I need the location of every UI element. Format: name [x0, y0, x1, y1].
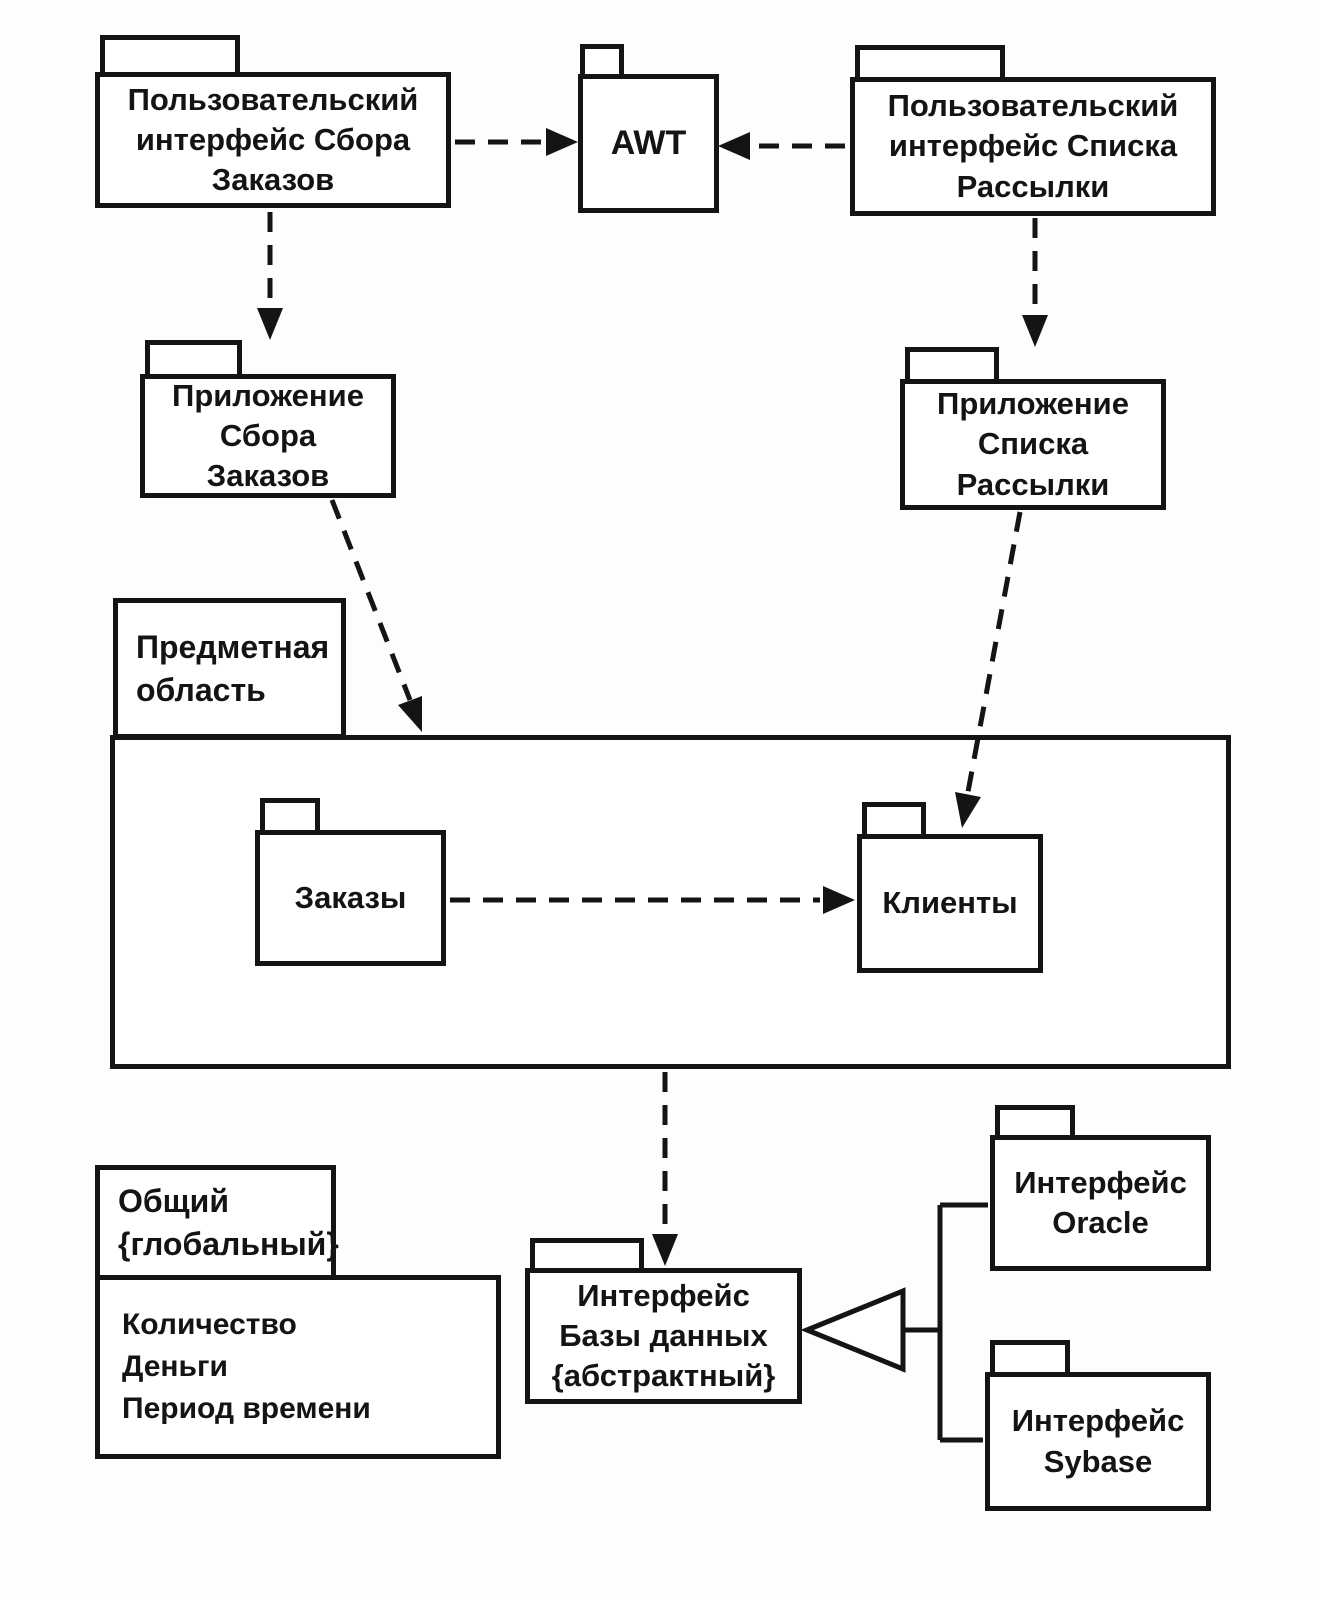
package-label-line: Базы данных — [559, 1317, 768, 1353]
package-content-line: Период времени — [122, 1392, 371, 1425]
package-body: AWT — [578, 74, 719, 213]
package-label-line: Интерфейс — [1011, 1403, 1185, 1439]
package-body: Клиенты — [857, 834, 1043, 973]
package-label-line: Клиенты — [882, 885, 1018, 921]
package-label-line: Рассылки — [956, 168, 1110, 204]
package-body: Интерфейс Sybase — [985, 1372, 1211, 1511]
package-content-line: Количество — [122, 1308, 297, 1341]
package-label-line: {абстрактный} — [551, 1358, 776, 1394]
package-content-line: Деньги — [122, 1350, 228, 1383]
package-body: Количество Деньги Период времени — [95, 1275, 501, 1459]
package-label-line: Пользовательский — [887, 88, 1179, 124]
package-body: Заказы — [255, 830, 446, 966]
package-label-line: Sybase — [1043, 1443, 1153, 1479]
package-label-line: Приложение — [172, 377, 364, 413]
package-label-line: Рассылки — [956, 466, 1110, 502]
package-label-line: Сбора — [219, 417, 317, 453]
package-label-line: Предметная — [136, 629, 330, 666]
package-label-line: Списка — [977, 426, 1089, 462]
package-label-line: Приложение — [937, 386, 1129, 422]
package-body: Пользовательский интерфейс Списка Рассыл… — [850, 77, 1216, 216]
package-tab — [260, 798, 320, 835]
package-label-line: Oracle — [1052, 1205, 1149, 1240]
dependency-arrow-mailing-ui-to-mailing-app — [1022, 218, 1048, 347]
package-body: Пользовательский интерфейс Сбора Заказов — [95, 72, 451, 208]
package-tab: Предметная область — [113, 598, 346, 739]
package-label-line: интерфейс Сбора — [135, 121, 411, 157]
package-label-line: Заказы — [294, 879, 407, 915]
package-label-line: область — [136, 671, 266, 708]
package-body: Интерфейс Oracle — [990, 1135, 1211, 1271]
package-label-line: AWT — [610, 124, 687, 163]
package-tab: Общий {глобальный} — [95, 1165, 339, 1280]
dependency-arrow-mailing-ui-to-awt — [718, 132, 845, 160]
dependency-arrow-order-ui-to-order-app — [257, 212, 283, 340]
package-body: Интерфейс Базы данных {абстрактный} — [525, 1268, 802, 1404]
dependency-arrow-domain-to-db-interface — [652, 1072, 678, 1266]
package-label-line: Интерфейс — [577, 1277, 750, 1313]
package-label-line: Общий — [118, 1183, 229, 1220]
generalization-oracle-sybase-to-db-interface — [800, 1202, 988, 1443]
package-body: Приложение Сбора Заказов — [140, 374, 396, 498]
package-tab — [100, 35, 240, 77]
package-label-line: Заказов — [206, 458, 330, 494]
package-label-line: Пользовательский — [127, 81, 419, 117]
package-label-line: Интерфейс — [1014, 1164, 1187, 1200]
package-label-line: {глобальный} — [118, 1225, 339, 1262]
package-label-line: Заказов — [211, 162, 335, 198]
package-label-line: интерфейс Списка — [888, 128, 1178, 164]
dependency-arrow-order-ui-to-awt — [455, 128, 578, 156]
package-body: Приложение Списка Рассылки — [900, 379, 1166, 510]
